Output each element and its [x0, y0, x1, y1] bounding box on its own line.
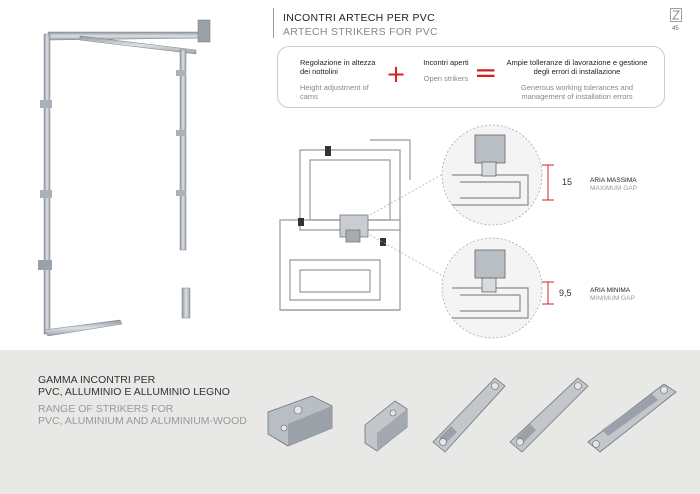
- striker-product-2-image: [364, 400, 408, 452]
- range-line1-english: RANGE OF STRIKERS FOR: [38, 403, 174, 415]
- range-line1-italian: GAMMA INCONTRI PER: [38, 374, 156, 386]
- range-line2-english: PVC, ALUMINIUM AND ALUMINIUM-WOOD: [38, 415, 247, 427]
- equals-sign: =: [474, 56, 498, 89]
- maximum-gap-dimension: 15: [562, 177, 573, 187]
- term-3-italian: Ampie tolleranze di lavorazione e gestio…: [506, 58, 648, 76]
- title-italian: INCONTRI ARTECH PER PVC: [283, 12, 435, 24]
- striker-product-5-image: [587, 383, 677, 453]
- term-2-english: Open strikers: [423, 74, 469, 83]
- term-1-english: Height adjustment of cams: [300, 83, 369, 101]
- maximum-gap-label: ARIA MASSIMA MAXIMUM GAP: [590, 177, 637, 193]
- benefit-formula-box: Regolazione in altezza dei nottolini Hei…: [277, 46, 665, 108]
- striker-range-title: GAMMA INCONTRI PER PVC, ALLUMINIO E ALLU…: [38, 374, 247, 427]
- term-2-italian: Incontri aperti: [423, 58, 469, 67]
- striker-range-band: [0, 350, 700, 494]
- minimum-gap-english: MINIMUM GAP: [590, 295, 635, 302]
- brand-mark-icon: [670, 8, 682, 22]
- title-english: ARTECH STRIKERS FOR PVC: [283, 26, 438, 38]
- striker-product-4-image: [509, 377, 589, 453]
- minimum-gap-italian: ARIA MINIMA: [590, 287, 631, 294]
- minimum-gap-label: ARIA MINIMA MINIMUM GAP: [590, 287, 635, 303]
- term-3-english: Generous working tolerances and manageme…: [520, 83, 634, 101]
- range-line2-italian: PVC, ALLUMINIO E ALLUMINIO LEGNO: [38, 386, 230, 398]
- maximum-gap-english: MAXIMUM GAP: [590, 185, 637, 192]
- formula-term-height-adjustment: Regolazione in altezza dei nottolini Hei…: [300, 58, 380, 101]
- plus-sign: +: [386, 60, 407, 88]
- page-number: 45: [672, 26, 679, 32]
- minimum-gap-dimension: 9,5: [559, 288, 572, 298]
- page-title: INCONTRI ARTECH PER PVC ARTECH STRIKERS …: [283, 12, 438, 38]
- pvc-profile-section-diagram: [279, 124, 554, 339]
- header-divider: [273, 8, 274, 38]
- maximum-gap-italian: ARIA MASSIMA: [590, 177, 637, 184]
- term-1-italian: Regolazione in altezza dei nottolini: [300, 58, 376, 76]
- tilt-turn-hardware-image: [38, 19, 211, 337]
- striker-product-1-image: [267, 395, 333, 447]
- formula-term-tolerances: Ampie tolleranze di lavorazione e gestio…: [502, 58, 652, 101]
- striker-product-3-image: [432, 377, 506, 453]
- formula-term-open-strikers: Incontri aperti Open strikers: [421, 58, 471, 83]
